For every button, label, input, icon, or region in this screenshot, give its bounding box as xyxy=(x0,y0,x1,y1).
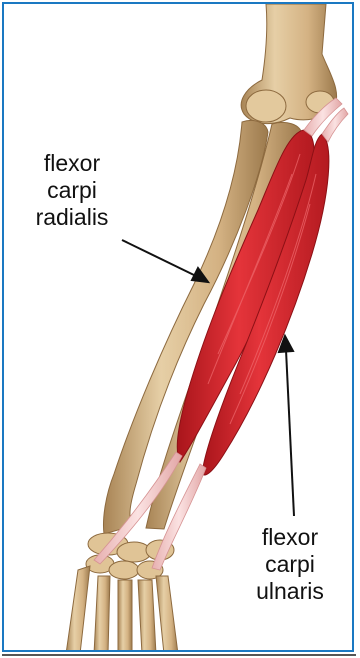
label-flexor-carpi-radialis: flexor carpi radialis xyxy=(12,150,132,231)
arrow-flexor-carpi-radialis xyxy=(122,240,208,282)
diagram-frame: flexor carpi radialis flexor carpi ulnar… xyxy=(2,2,354,652)
label-line: flexor xyxy=(229,524,351,551)
elbow-condyle xyxy=(246,90,286,122)
label-flexor-carpi-ulnaris: flexor carpi ulnaris xyxy=(229,524,351,605)
bottom-divider xyxy=(2,654,356,656)
label-line: ulnaris xyxy=(229,578,351,605)
label-line: carpi xyxy=(229,551,351,578)
arrow-flexor-carpi-ulnaris xyxy=(279,336,294,516)
label-line: flexor xyxy=(12,150,132,177)
label-line: radialis xyxy=(12,204,132,231)
label-line: carpi xyxy=(12,177,132,204)
